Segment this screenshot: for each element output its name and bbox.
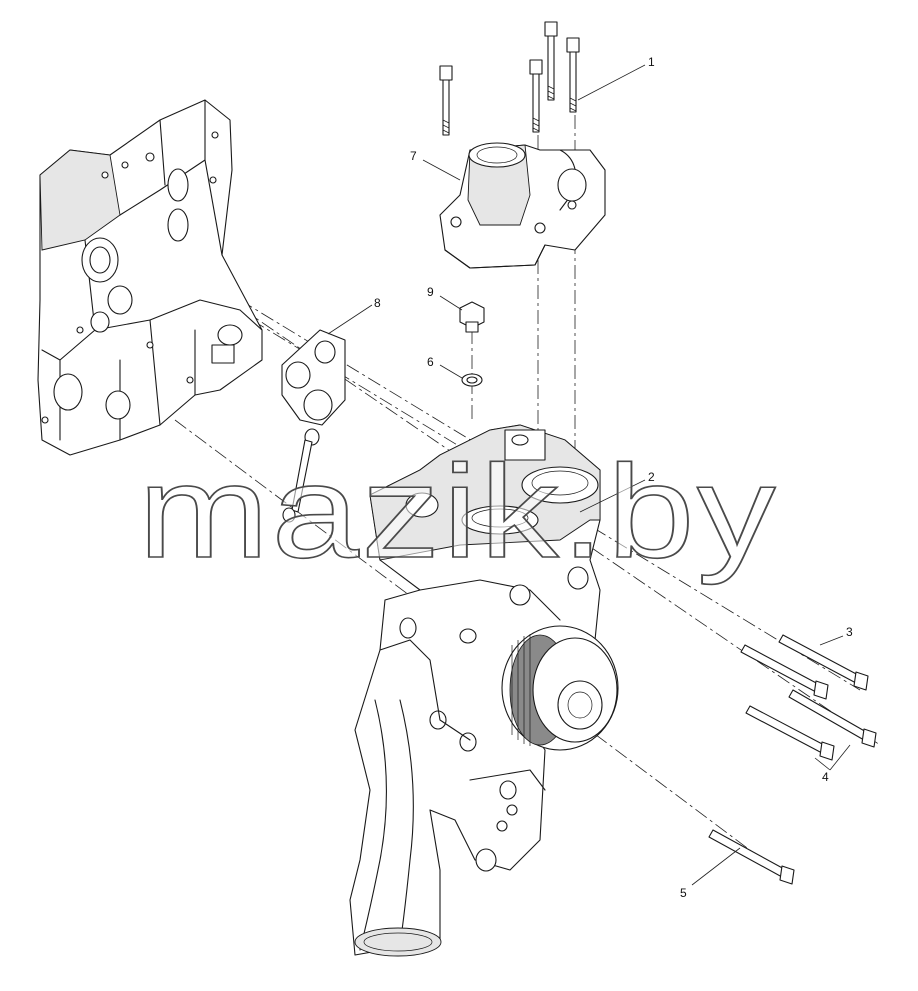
callout-1: 1 xyxy=(648,55,655,69)
callout-labels: 1 2 3 4 5 6 7 8 9 xyxy=(374,55,853,900)
thermostat-housing xyxy=(439,142,606,269)
water-pump xyxy=(349,424,601,957)
callout-8: 8 xyxy=(374,296,381,310)
pulley xyxy=(501,625,619,751)
callout-7: 7 xyxy=(410,149,417,163)
callout-6: 6 xyxy=(427,355,434,369)
bolts-right xyxy=(708,634,877,885)
callout-leaders xyxy=(327,64,851,886)
watermark: mazik.by xyxy=(138,438,778,585)
gasket xyxy=(281,329,346,523)
bolts-top xyxy=(439,21,580,136)
callout-3: 3 xyxy=(846,625,853,639)
callout-2: 2 xyxy=(648,470,655,484)
callout-9: 9 xyxy=(427,285,434,299)
plug-and-washer xyxy=(459,301,485,387)
callout-4: 4 xyxy=(822,770,829,784)
callout-5: 5 xyxy=(680,886,687,900)
engine-block xyxy=(37,99,263,456)
